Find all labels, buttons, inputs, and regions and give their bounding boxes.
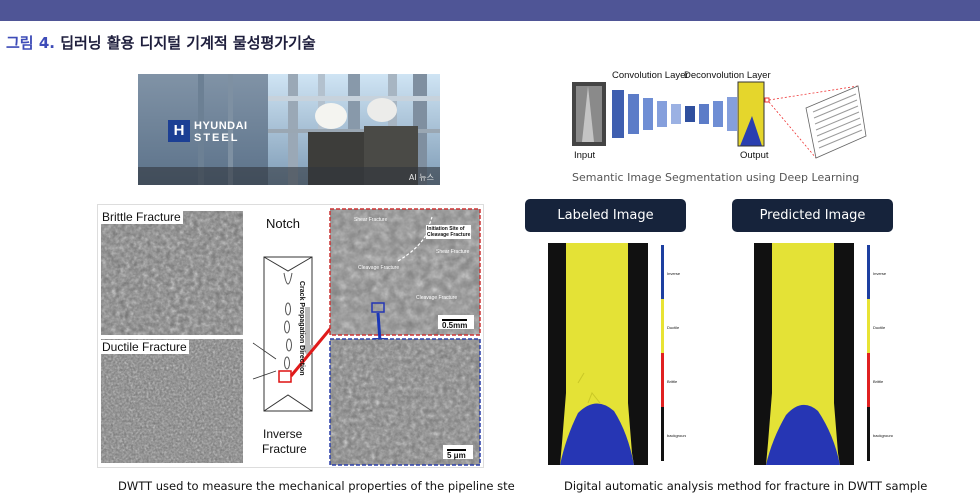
ductile-fracture-label: Ductile Fracture [100, 340, 189, 354]
analysis-caption: Digital automatic analysis method for fr… [564, 479, 928, 493]
legend-label-inverse: Inverse [873, 271, 887, 276]
output-label: Output [740, 150, 769, 161]
inverse-label: Inverse [263, 427, 303, 441]
figure-title-text: 딥러닝 활용 디지털 기계적 물성평가기술 [60, 34, 316, 52]
fracture-caption: DWTT used to measure the mechanical prop… [118, 479, 515, 493]
legend-label-brittle: Brittle [667, 379, 678, 384]
legend-swatch-red [661, 353, 664, 407]
legend-label-background: background [873, 433, 893, 438]
initiation-line1: Initiation Site of [427, 226, 465, 232]
scale-bar-top: 0.5mm [442, 319, 468, 330]
fracture-graphic [101, 208, 481, 466]
legend-label-ductile: Ductile [667, 325, 680, 330]
legend-label-brittle: Brittle [873, 379, 884, 384]
logo-line2: STEEL [194, 132, 240, 144]
hyundai-steel-logo: H HYUNDAI STEEL [168, 118, 250, 146]
industrial-photo: H HYUNDAI STEEL AI 뉴스 [138, 74, 440, 185]
legend-swatch-blue [867, 245, 870, 299]
figure-title: 그림 4. 딥러닝 활용 디지털 기계적 물성평가기술 [6, 32, 316, 53]
shear-fracture-right-label: Shear Fracture [436, 249, 470, 255]
labeled-image-graphic [548, 243, 686, 465]
deconvolution-layer-label: Deconvolution Layer [684, 70, 771, 81]
industrial-photo-image [138, 74, 440, 185]
predicted-image-panel: Inverse Ductile Brittle background [754, 243, 893, 465]
legend-swatch-red [867, 353, 870, 407]
legend-swatch-yellow [867, 299, 870, 353]
legend-swatch-black [661, 407, 664, 461]
legend-swatch-black [867, 407, 870, 461]
labeled-image-panel: Inverse Ductile Brittle background [548, 243, 686, 465]
network-graphic [572, 81, 867, 159]
legend-label-background: background [667, 433, 686, 438]
convolution-layer-label: Convolution Layer [612, 70, 689, 81]
cleavage-fracture-label-1: Cleavage Fracture [358, 265, 400, 271]
segmentation-network-diagram: Convolution Layer Deconvolution Layer In… [568, 68, 868, 166]
network-caption: Semantic Image Segmentation using Deep L… [572, 171, 860, 184]
logo-h-icon: H [168, 120, 190, 142]
shear-fracture-top-label: Shear Fracture [354, 217, 388, 223]
predicted-image-title: Predicted Image [732, 199, 893, 232]
scale-bar-bottom: 5 μm [447, 449, 466, 460]
legend-swatch-yellow [661, 299, 664, 353]
legend-label-ductile: Ductile [873, 325, 886, 330]
notch-label: Notch [266, 216, 300, 231]
brittle-fracture-label: Brittle Fracture [100, 210, 183, 224]
legend-swatch-blue [661, 245, 664, 299]
crack-direction-label: Crack Propagation Direction [298, 281, 305, 376]
initiation-line2: Cleavage Fracture [427, 232, 471, 238]
legend-label-inverse: Inverse [667, 271, 681, 276]
header-bar [0, 0, 980, 21]
fracture-composite: Brittle Fracture Ductile Fracture Notch … [97, 204, 484, 468]
labeled-image-title: Labeled Image [525, 199, 686, 232]
logo-line1: HYUNDAI [194, 120, 248, 132]
initiation-site-label: Initiation Site of Cleavage Fracture [426, 225, 472, 239]
input-label: Input [574, 150, 596, 161]
cleavage-fracture-label-2: Cleavage Fracture [416, 295, 458, 301]
fracture-label: Fracture [262, 442, 307, 456]
figure-label: 그림 4. [6, 34, 55, 52]
photo-watermark: AI 뉴스 [408, 173, 434, 182]
predicted-image-graphic [754, 243, 893, 465]
